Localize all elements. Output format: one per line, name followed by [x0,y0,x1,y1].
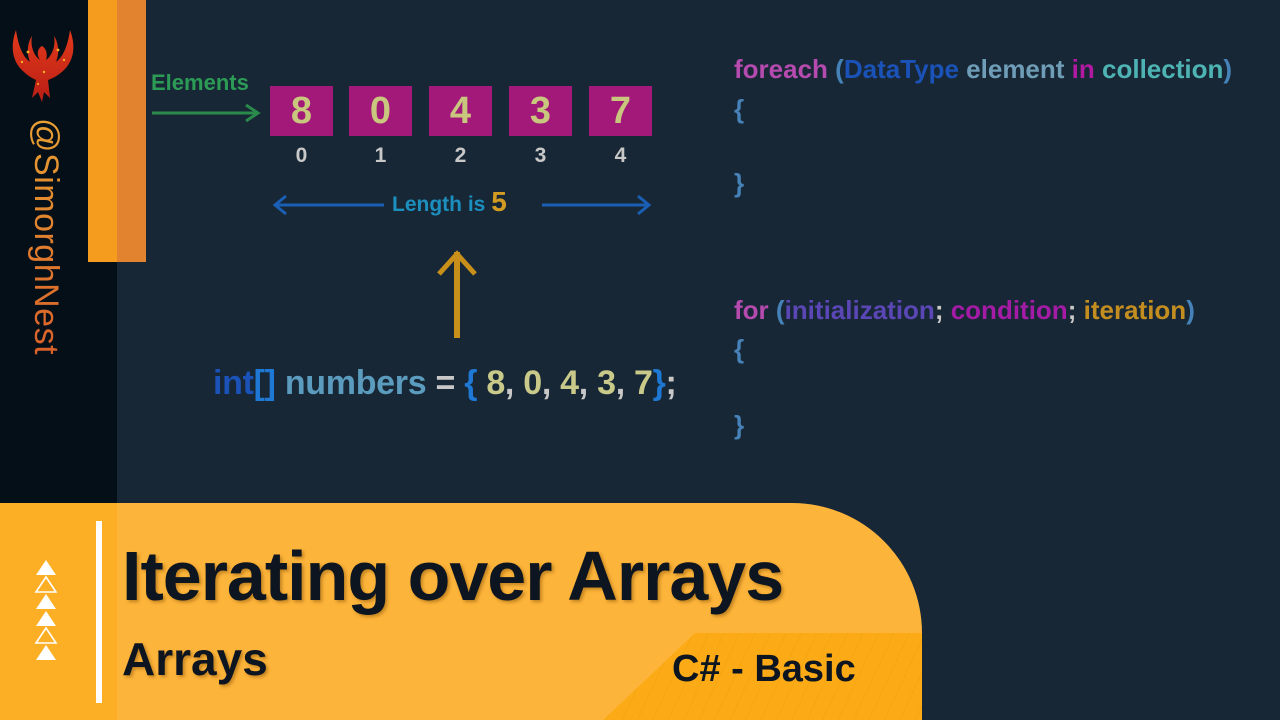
paren: ( [775,295,785,325]
foreach-open-brace: { [734,94,745,124]
elements-label: Elements [151,70,249,95]
array-index-label: 1 [374,144,387,167]
decl-type: int [213,364,254,402]
for-initialization: initialization [784,295,935,325]
foreach-keyword: foreach [734,54,828,84]
for-iteration: iteration [1083,295,1187,325]
array-element-box: 8 [270,86,333,136]
video-title: Iterating over Arrays [122,537,784,615]
decl-value: 0 [523,364,542,402]
for-open-brace: { [734,334,745,364]
array-index-label: 3 [534,144,547,167]
semicolon: ; [1067,295,1077,325]
arrow-right-icon [152,103,261,123]
array-declaration: int[] numbers = { 8, 0, 4, 3, 7}; [213,364,677,402]
length-value: 5 [491,186,507,217]
foreach-close-brace: } [734,168,745,198]
decl-value: 3 [597,364,616,402]
decl-value: 8 [486,364,505,402]
array-index-label: 0 [295,144,308,167]
paren: ) [1223,54,1233,84]
foreach-in-keyword: in [1071,54,1095,84]
phoenix-logo-icon [12,30,74,102]
decl-semicolon: ; [665,364,677,402]
video-subtitle: Arrays [122,633,268,685]
channel-handle-text: @SimorghNest [27,118,65,356]
arrow-up-icon [437,250,477,338]
length-label: Length is 5 [392,186,507,218]
length-indicator: Length is 5 [272,186,654,222]
foreach-collection: collection [1102,54,1224,84]
double-arrow-icon [272,194,652,216]
semicolon: ; [934,295,944,325]
length-text: Length is [392,193,486,216]
for-keyword: for [734,295,769,325]
accent-bar-left [88,0,117,262]
for-condition: condition [950,295,1068,325]
array-element-box: 0 [349,86,412,136]
array-index-label: 4 [614,144,627,167]
decl-brackets: [] [253,364,276,402]
array-element-box: 3 [509,86,572,136]
for-close-brace: } [734,410,745,440]
foreach-element: element [966,54,1065,84]
foreach-datatype: DataType [843,54,959,84]
title-banner [0,503,922,720]
for-syntax-line: for (initialization; condition; iteratio… [734,295,1195,326]
paren: ) [1186,295,1195,325]
decl-name: numbers [284,364,427,402]
array-element-box: 4 [429,86,492,136]
paren: ( [835,54,844,84]
decl-value: 7 [634,364,653,402]
array-index-label: 2 [454,144,467,167]
decl-value: 4 [560,364,579,402]
array-element-box: 7 [589,86,652,136]
decl-close-brace: } [652,364,666,402]
accent-bar-right [117,0,146,262]
decl-equals: = [435,364,456,402]
foreach-syntax-line: foreach (DataType element in collection) [734,54,1232,85]
banner-divider [96,521,102,703]
triangle-stack-icon [34,560,58,660]
course-label: C# - Basic [672,648,856,690]
decl-open-brace: { [464,364,478,402]
